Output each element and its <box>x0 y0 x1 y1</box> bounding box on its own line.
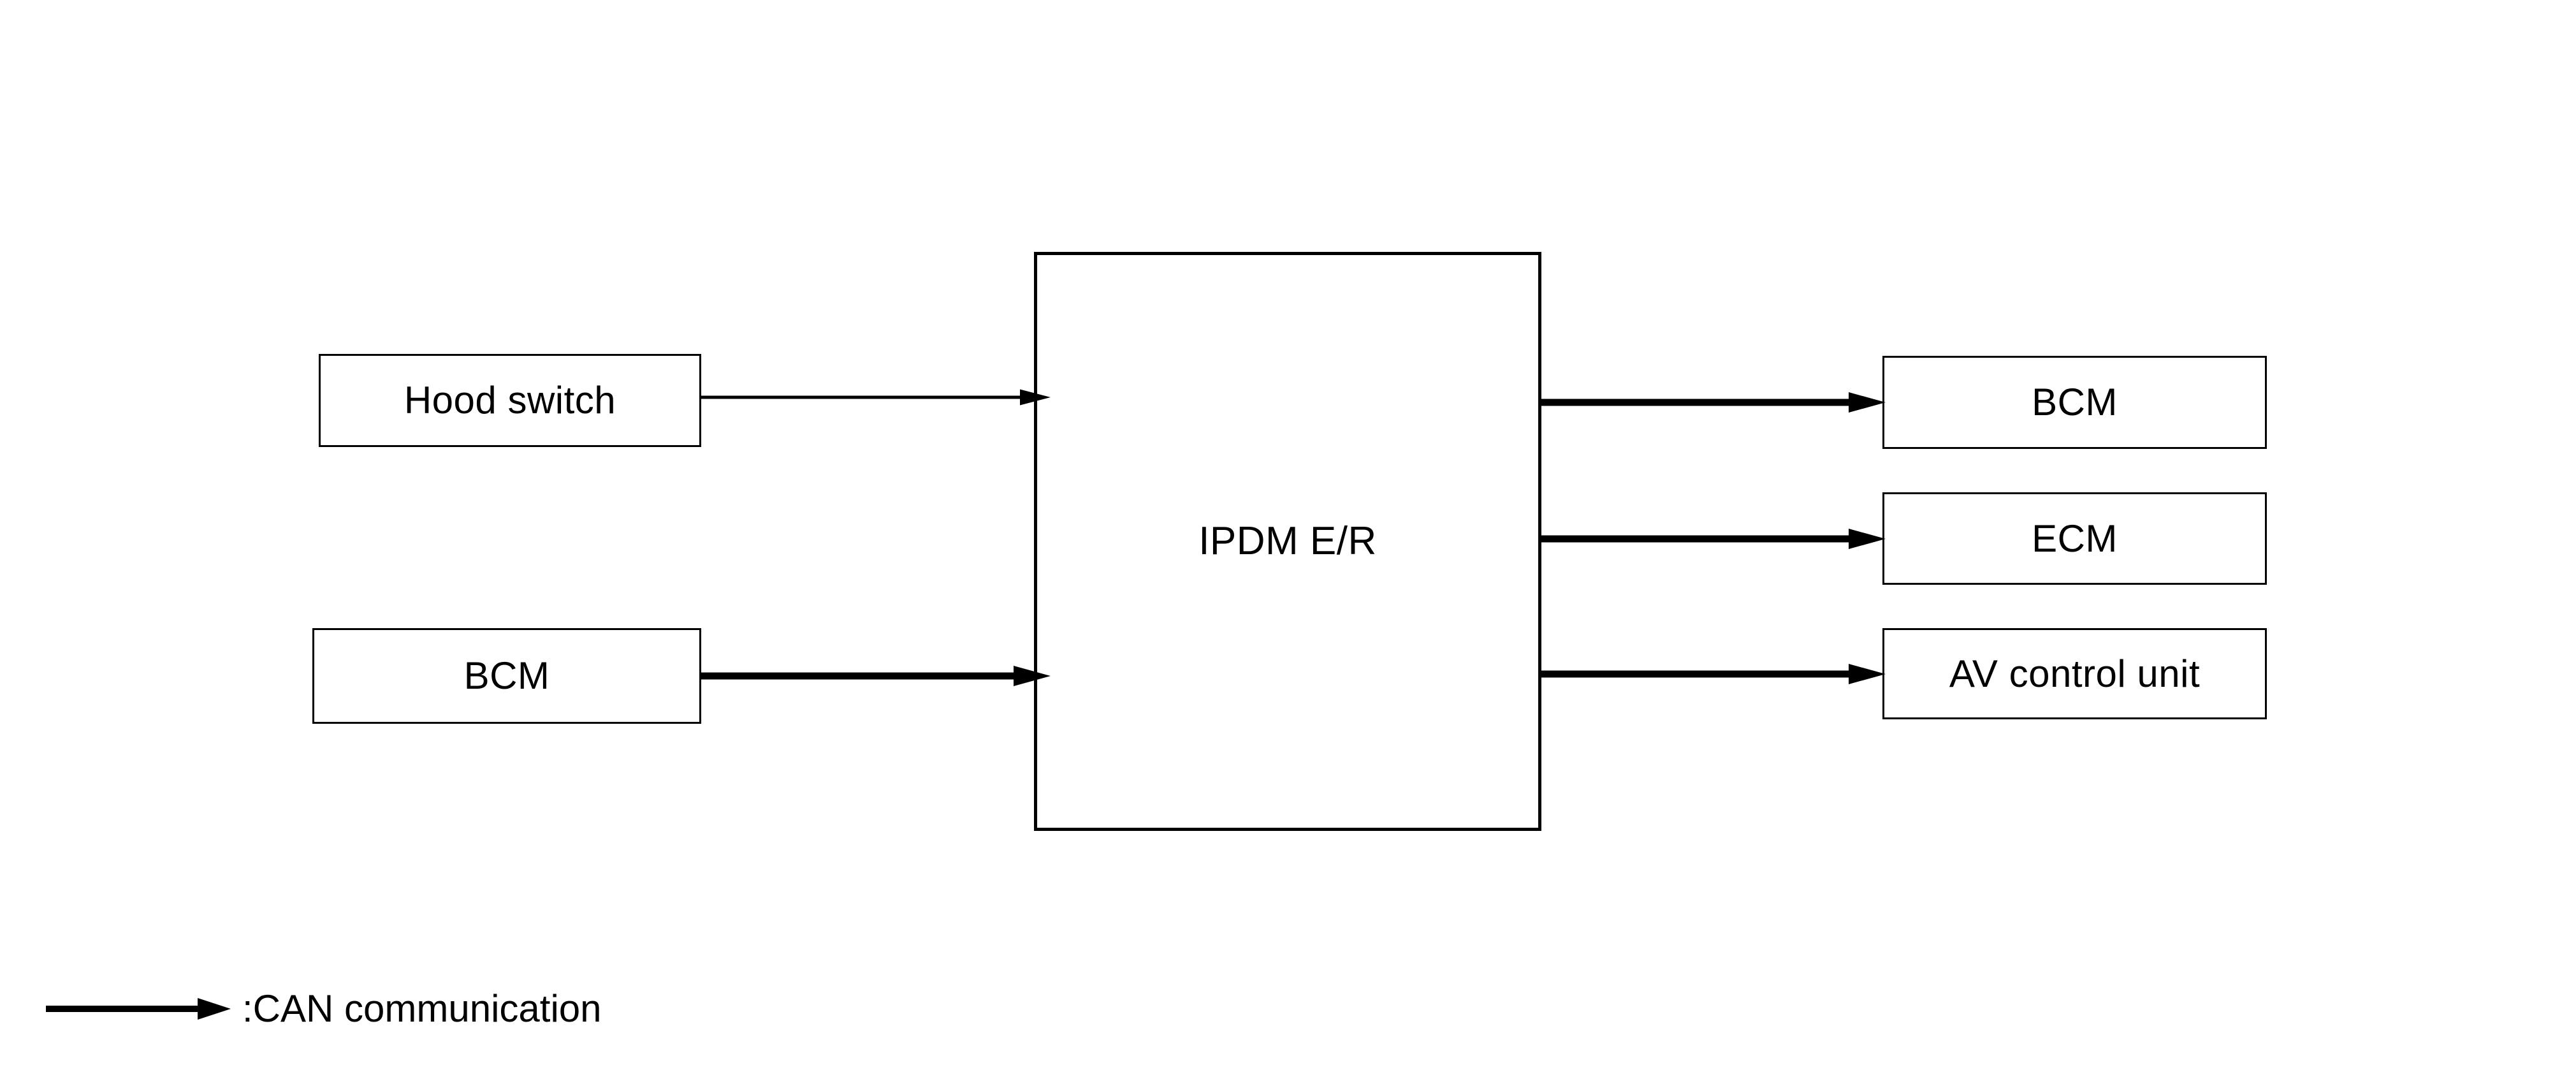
node-bcm-output[interactable]: BCM <box>1882 356 2267 449</box>
connector-hood-switch-to-ipdm <box>701 378 1051 416</box>
node-ecm[interactable]: ECM <box>1882 492 2267 585</box>
thin-arrow-head-icon <box>1020 389 1051 406</box>
legend-label: :CAN communication <box>242 987 602 1030</box>
legend-can-arrow-icon <box>45 990 231 1028</box>
node-ecm-label: ECM <box>2032 517 2118 560</box>
legend: :CAN communication <box>45 982 602 1036</box>
thick-arrow-head-icon <box>1849 529 1886 549</box>
node-hood-switch[interactable]: Hood switch <box>319 354 701 447</box>
connector-ipdm-to-ecm <box>1538 520 1886 558</box>
thick-arrow-head-icon <box>1014 666 1051 686</box>
thick-arrow-head-icon <box>1849 664 1886 684</box>
node-ipdm-er-label: IPDM E/R <box>1198 519 1377 563</box>
node-bcm-input-label: BCM <box>463 654 550 697</box>
connector-ipdm-to-bcm <box>1538 383 1886 422</box>
node-av-control-unit[interactable]: AV control unit <box>1882 628 2267 719</box>
node-hood-switch-label: Hood switch <box>404 379 616 422</box>
thick-arrow-head-icon <box>1849 392 1886 413</box>
node-bcm-input[interactable]: BCM <box>312 628 701 724</box>
connector-bcm-to-ipdm <box>701 657 1051 695</box>
connector-ipdm-to-av-control-unit <box>1538 655 1886 693</box>
node-ipdm-er[interactable]: IPDM E/R <box>1034 252 1541 831</box>
node-av-control-unit-label: AV control unit <box>1949 652 2201 695</box>
node-bcm-output-label: BCM <box>2032 381 2118 423</box>
